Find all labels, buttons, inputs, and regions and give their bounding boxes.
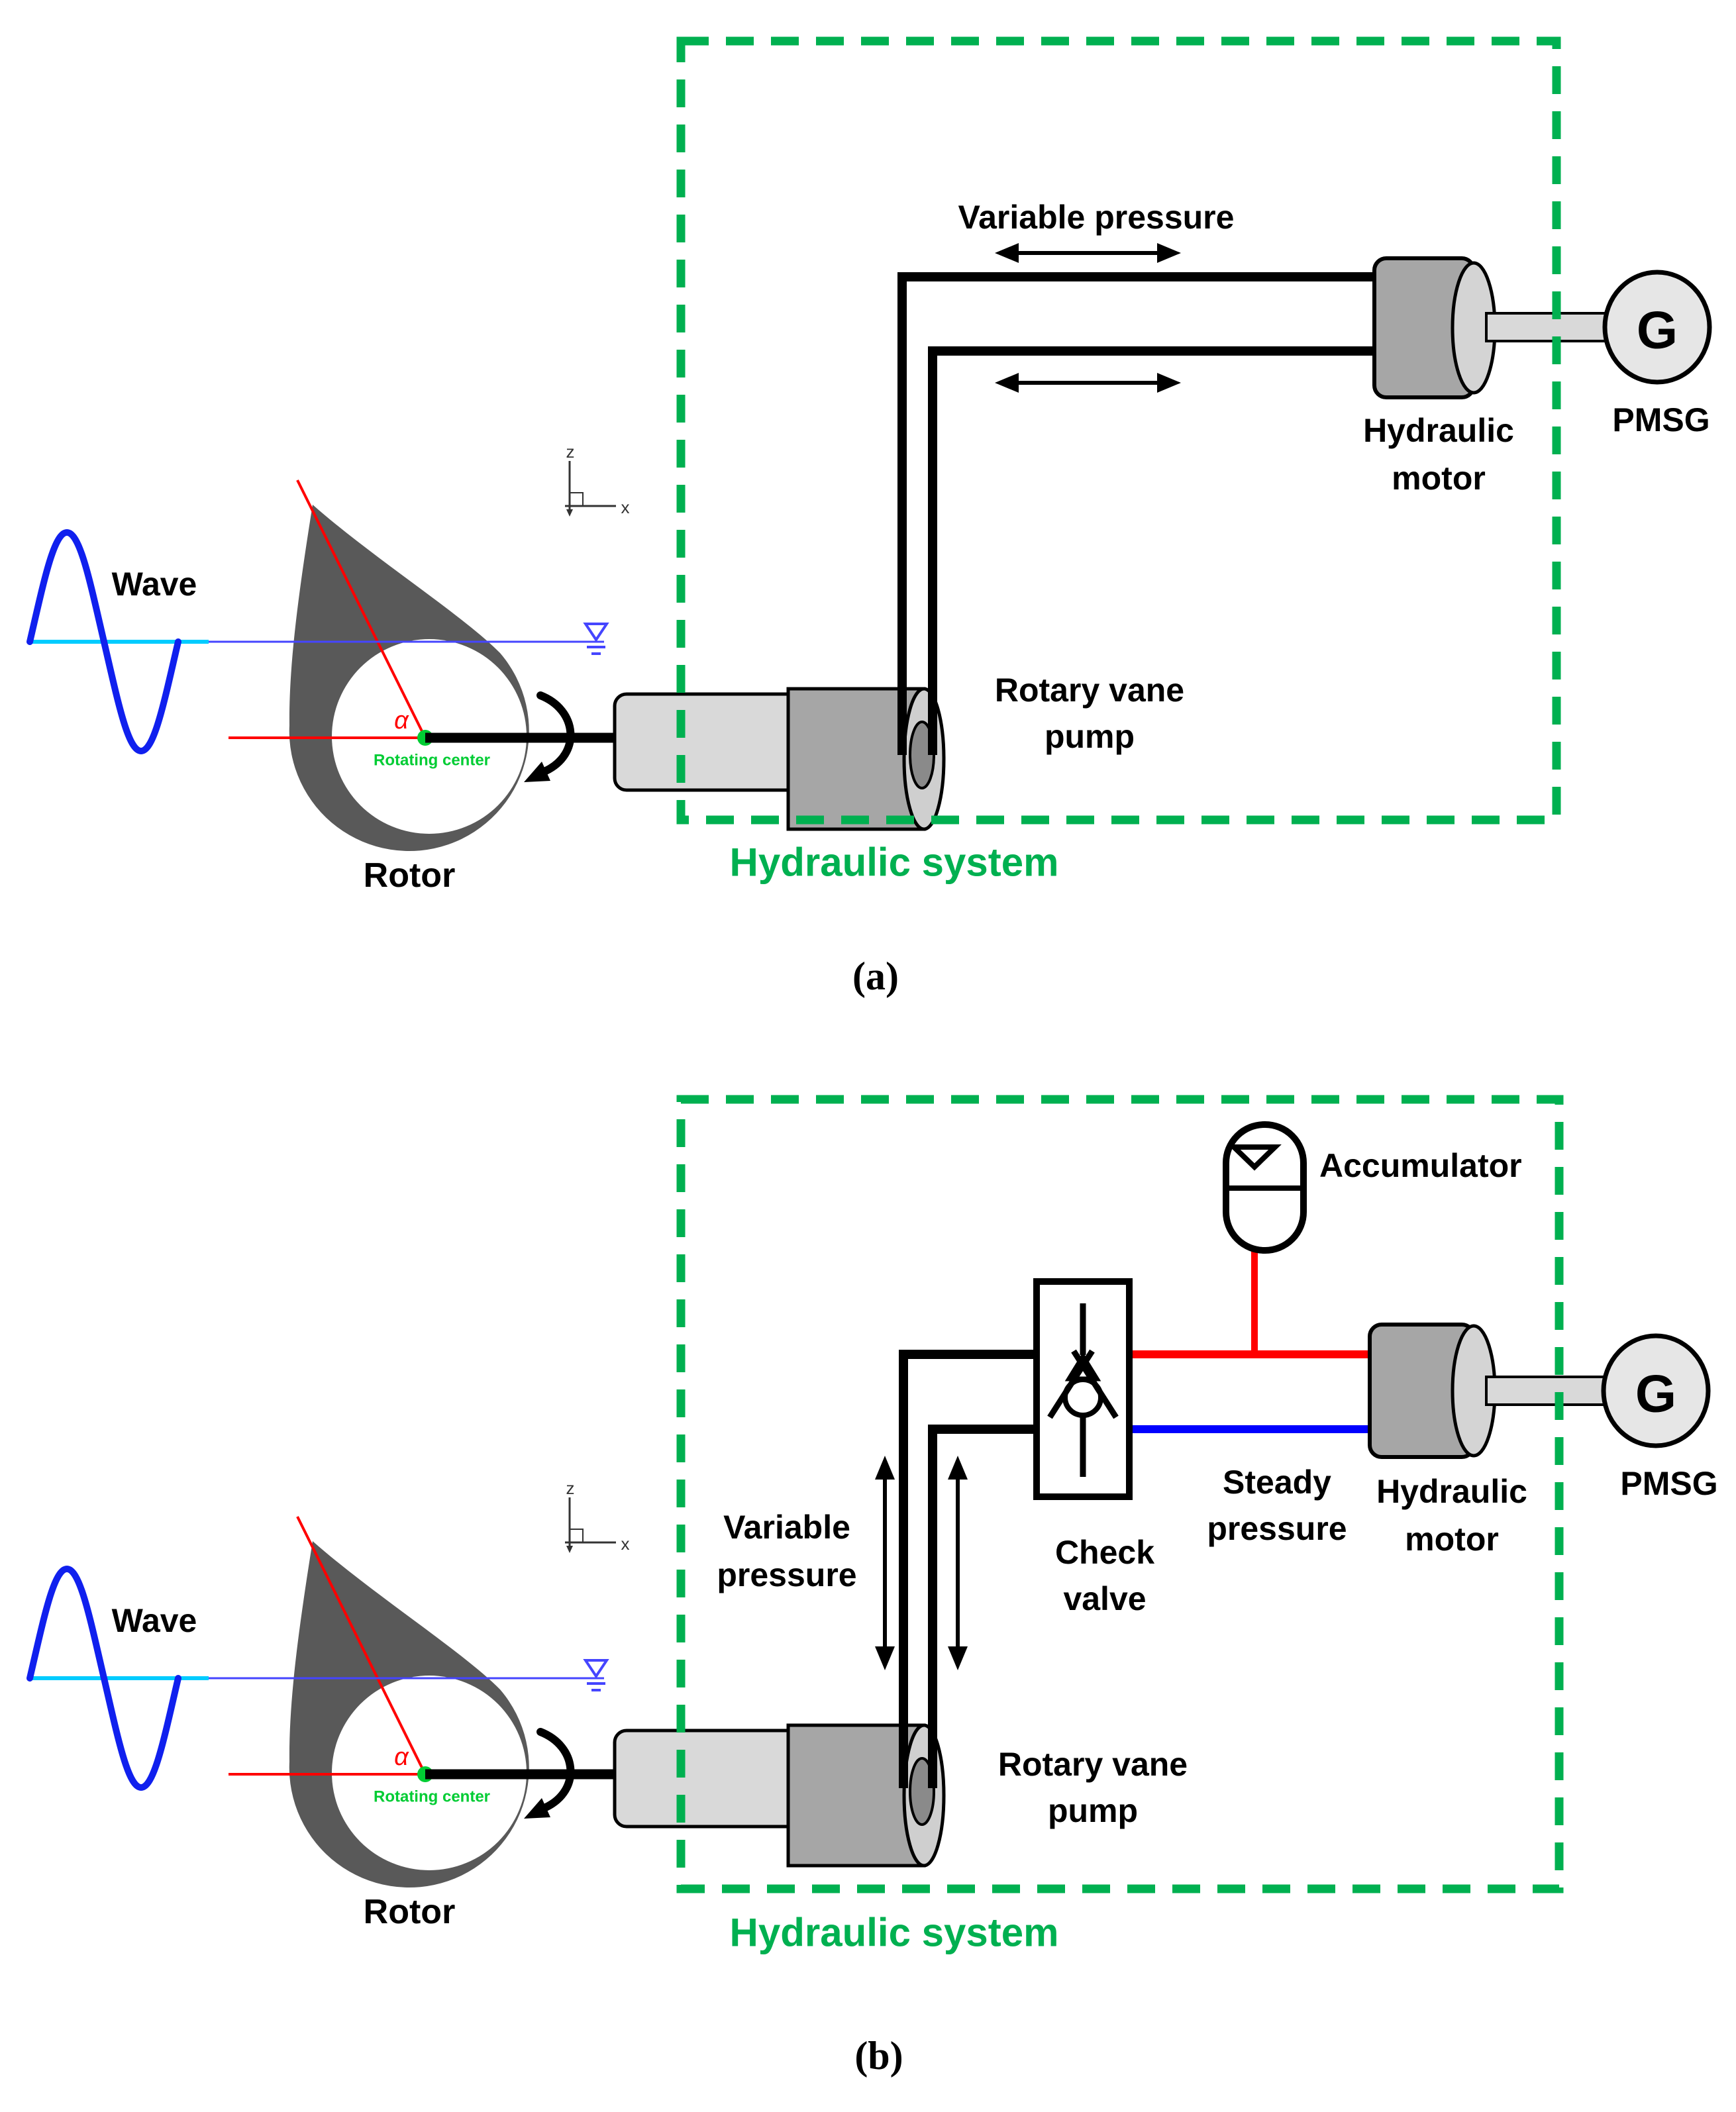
- variable-pressure-label-a: Variable pressure: [958, 199, 1235, 236]
- variable-pressure-label-b-2: pressure: [717, 1556, 856, 1593]
- wave-label-b: Wave: [112, 1602, 197, 1639]
- pipe-lower-a: [928, 346, 1378, 755]
- panel-b: z x Wave Rotor α Rotating center: [26, 1095, 1718, 2078]
- alpha-label-b: α: [394, 1743, 409, 1771]
- rotary-vane-pump-label-b-2: pump: [1048, 1792, 1138, 1829]
- rotation-arrow-a: [524, 691, 575, 782]
- pipe-lower-b: [928, 1425, 1041, 1788]
- pmsg-a: G: [1602, 270, 1712, 385]
- generator-letter-a: G: [1637, 301, 1678, 360]
- pressure-arrow-left-b: [875, 1456, 895, 1670]
- motor-shaft-a: [1485, 312, 1607, 342]
- rotating-center-label-b: Rotating center: [374, 1788, 490, 1806]
- pressure-arrow-lower-a: [995, 373, 1181, 393]
- rotor-label-b: Rotor: [364, 1893, 456, 1931]
- hydraulic-motor-label-a-1: Hydraulic: [1363, 412, 1514, 449]
- accumulator-b: [1223, 1121, 1307, 1254]
- rotating-center-label-a: Rotating center: [374, 752, 490, 770]
- pmsg-label-a: PMSG: [1612, 401, 1710, 438]
- pressure-arrow-right-b: [948, 1456, 968, 1670]
- rotary-vane-pump-b: [613, 1723, 946, 1868]
- rotor-label-a: Rotor: [364, 856, 456, 895]
- pump-body-b: [613, 1729, 815, 1829]
- axis-z-label-b: z: [566, 1478, 575, 1498]
- rotary-vane-pump-a: [613, 687, 946, 831]
- pressure-arrow-upper-a: [995, 243, 1181, 263]
- hydraulic-system-boundary-a: [676, 36, 1561, 825]
- wave-curve-b: [26, 1565, 181, 1791]
- pipe-upper-a: [897, 272, 1378, 755]
- rotary-vane-pump-label-b-1: Rotary vane: [998, 1746, 1188, 1783]
- pump-body-a: [613, 692, 815, 792]
- wave-label-a: Wave: [112, 566, 197, 603]
- axes-b: [565, 1497, 616, 1553]
- pipe-upper-b: [899, 1350, 1041, 1788]
- hydraulic-motor-b: [1368, 1323, 1607, 1459]
- rotor-b: [289, 1541, 529, 1888]
- hydraulic-system-label-b: Hydraulic system: [730, 1911, 1059, 1955]
- pmsg-b: G: [1601, 1333, 1711, 1448]
- variable-pressure-label-b-1: Variable: [723, 1509, 850, 1546]
- caption-b: (b): [854, 2034, 903, 2078]
- pmsg-label-b: PMSG: [1620, 1465, 1717, 1502]
- accumulator-bladder-icon: [1227, 1144, 1282, 1171]
- rotation-arrow-b: [524, 1728, 575, 1819]
- rotor-angle-line-b: [296, 1516, 427, 1775]
- steady-pressure-label-b-1: Steady: [1223, 1464, 1331, 1501]
- generator-letter-b: G: [1635, 1364, 1676, 1423]
- axes-a: [565, 461, 616, 517]
- alpha-label-a: α: [394, 707, 409, 734]
- generator-circle-a: [1602, 270, 1712, 385]
- panel-a: G z x Wave Rotor α Rotating center: [26, 36, 1712, 998]
- water-level-marker-b: [583, 1659, 609, 1691]
- hydraulic-motor-a: [1372, 256, 1607, 399]
- caption-a: (a): [852, 954, 899, 998]
- steady-pressure-label-b-2: pressure: [1207, 1510, 1347, 1547]
- rotary-vane-pump-label-a-2: pump: [1045, 718, 1135, 755]
- accumulator-label-b: Accumulator: [1319, 1147, 1522, 1184]
- water-level-marker-a: [583, 623, 609, 655]
- axis-x-label-b: x: [621, 1534, 630, 1554]
- rotor-a: [289, 505, 529, 852]
- check-valve-b: [1033, 1278, 1133, 1500]
- panel-b-mechanism: z x Wave Rotor α Rotating center: [26, 1478, 946, 1931]
- hydraulic-system-boundary-b: [676, 1095, 1564, 1893]
- axis-z-label-a: z: [566, 442, 575, 462]
- check-valve-label-b-2: valve: [1063, 1580, 1146, 1617]
- generator-circle-b: [1601, 1333, 1711, 1448]
- rotor-angle-line-a: [296, 479, 427, 738]
- check-valve-label-b-1: Check: [1055, 1534, 1154, 1571]
- wave-curve-a: [26, 528, 181, 755]
- motor-shaft-b: [1485, 1376, 1607, 1406]
- axis-x-label-a: x: [621, 497, 630, 517]
- hydraulic-motor-label-b-1: Hydraulic: [1376, 1473, 1527, 1510]
- rotary-vane-pump-label-a-1: Rotary vane: [995, 672, 1184, 709]
- hydraulic-system-label-a: Hydraulic system: [730, 840, 1059, 885]
- hydraulic-motor-label-b-2: motor: [1405, 1521, 1499, 1558]
- hydraulic-motor-label-a-2: motor: [1392, 460, 1486, 497]
